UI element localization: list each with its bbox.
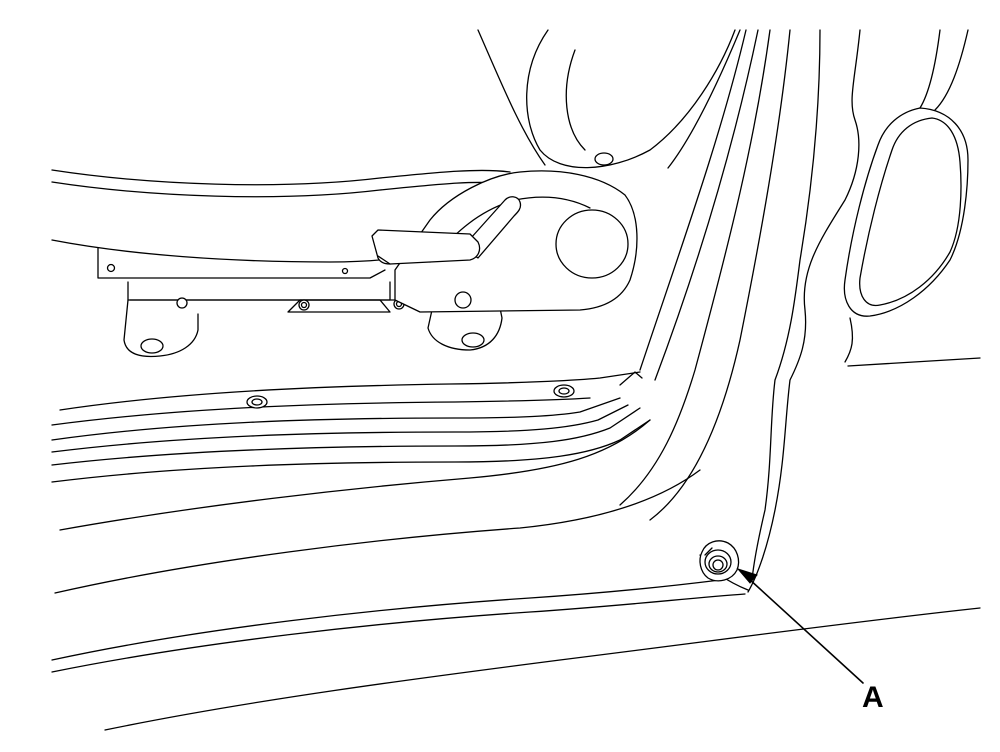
pillar-trim <box>619 29 969 593</box>
seat-backrest <box>477 29 741 169</box>
quarter-panel <box>843 107 981 367</box>
callout-label-a: A <box>862 681 884 714</box>
kick-panel <box>51 419 981 731</box>
sill-trim <box>51 371 651 483</box>
recliner-lever <box>371 170 638 313</box>
callout-arrow <box>736 567 864 684</box>
fastener-a <box>699 540 740 582</box>
